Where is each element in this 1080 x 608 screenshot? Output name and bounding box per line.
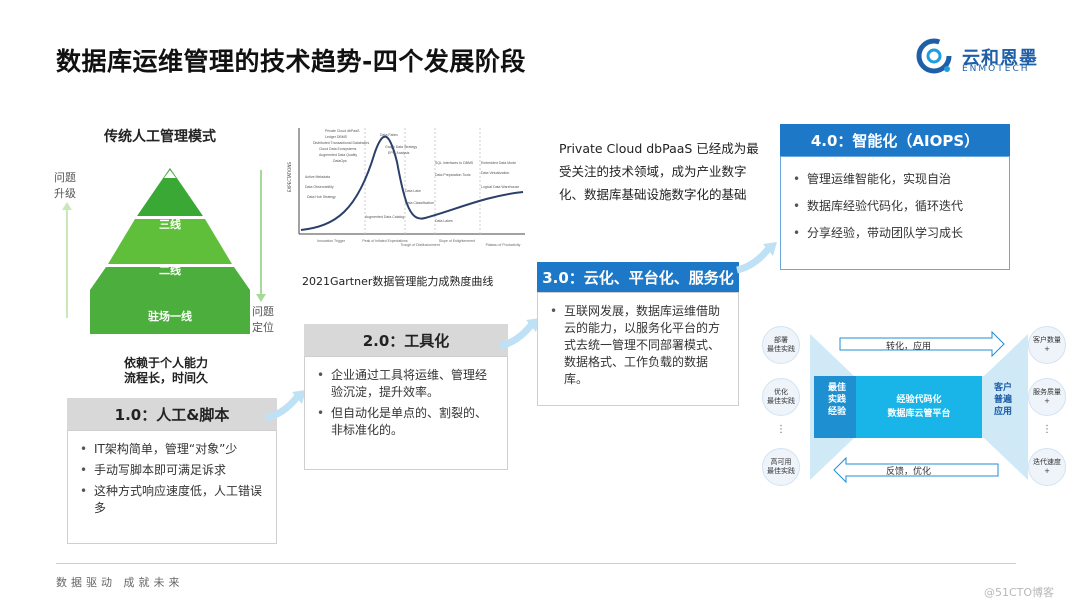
logo-text: 云和恩墨	[962, 48, 1038, 69]
top-arrow-label: 转化，应用	[886, 342, 932, 352]
svg-text:Data Lakes: Data Lakes	[435, 219, 453, 223]
issue-escalate-label: 问题 升级	[54, 171, 76, 200]
gartner-hype-cycle-chart: Private Cloud dbPaaS Ledger DBMS Distrib…	[285, 122, 535, 250]
page-title: 数据库运维管理的技术趋势-四个发展阶段	[56, 47, 526, 76]
experience-platform-diagram	[810, 330, 1028, 484]
left-block-label: 最佳 实践 经验	[827, 383, 846, 417]
svg-text:Data Classification: Data Classification	[405, 201, 434, 205]
service-quality: 服务质量 +	[1028, 378, 1066, 416]
gartner-phase: Innovation Trigger	[317, 239, 346, 243]
svg-text:Data Lake: Data Lake	[405, 189, 421, 193]
footer-divider	[56, 563, 1016, 564]
footer-slogan: 数据驱动 成就未来	[56, 576, 184, 589]
pyramid-title: 传统人工管理模式	[104, 129, 216, 145]
more-dots-icon: ⋮	[776, 424, 786, 435]
tier-label-3: 三线	[159, 218, 181, 231]
svg-text:Private Cloud dbPaaS: Private Cloud dbPaaS	[325, 129, 360, 133]
svg-text:Ledger DBMS: Ledger DBMS	[325, 135, 348, 139]
stage2-bullet: 但自动化是单点的、割裂的、非标准化的。	[317, 405, 495, 439]
svg-text:DataOps: DataOps	[333, 159, 347, 163]
gartner-caption: 2021Gartner数据管理能力成熟度曲线	[302, 275, 494, 288]
best-practice-deploy: 部署 最佳实践	[762, 326, 800, 364]
stage1-bullet: IT架构简单，管理“对象”少	[80, 441, 264, 458]
stage4-body: 管理运维智能化，实现自治 数据库经验代码化，循环迭代 分享经验，带动团队学习成长	[780, 156, 1010, 270]
bottom-arrow-label: 反馈，优化	[886, 467, 932, 477]
svg-text:Data Fabric: Data Fabric	[380, 133, 398, 137]
stage3-body: 互联网发展，数据库运维借助云的能力，以服务化平台的方式去统一管理不同部署模式、数…	[537, 292, 739, 406]
customer-count: 客户数量 +	[1028, 326, 1066, 364]
gartner-y-axis: EXPECTATIONS	[287, 162, 292, 192]
pyramid-caption: 依赖于个人能力 流程长，时间久	[124, 356, 209, 385]
tier-label-1: 驻场一线	[148, 310, 192, 323]
svg-text:Data Observability: Data Observability	[305, 185, 334, 189]
enmotech-logo-icon	[916, 38, 952, 74]
stage4-header: 4.0：智能化（AIOPS）	[780, 124, 1010, 156]
svg-text:Distributed Transactional Data: Distributed Transactional Databases	[313, 141, 369, 145]
svg-text:Graph Data Strategy: Graph Data Strategy	[385, 145, 417, 149]
stage3-bullet: 互联网发展，数据库运维借助云的能力，以服务化平台的方式去统一管理不同部署模式、数…	[550, 303, 726, 388]
svg-text:EPM Analysis: EPM Analysis	[388, 151, 410, 155]
best-practice-ha: 高可用 最佳实践	[762, 448, 800, 486]
stage1-bullet: 手动写脚本即可满足诉求	[80, 462, 264, 479]
progress-arrow-icon	[265, 390, 306, 422]
logo-subtitle: ENMOTECH	[962, 64, 1030, 74]
best-practice-optimize: 优化 最佳实践	[762, 378, 800, 416]
stage1-header: 1.0：人工&脚本	[67, 398, 277, 430]
stage4-bullet: 分享经验，带动团队学习成长	[793, 225, 997, 242]
stage4-bullet: 管理运维智能化，实现自治	[793, 171, 997, 188]
arrow-up-icon	[62, 202, 72, 318]
stage2-header: 2.0：工具化	[304, 324, 508, 356]
issue-locate-label: 问题 定位	[252, 305, 274, 334]
gartner-phase: Plateau of Productivity	[486, 243, 521, 247]
center-label-2: 数据库云管平台	[887, 409, 951, 419]
progress-arrow-icon	[499, 318, 540, 350]
more-dots-icon: ⋮	[1042, 424, 1052, 435]
svg-text:Augmented Data Quality: Augmented Data Quality	[319, 153, 357, 157]
watermark: @51CTO博客	[984, 586, 1055, 599]
private-cloud-text: Private Cloud dbPaaS 已经成为最受关注的技术领域，成为产业数…	[559, 141, 759, 202]
gartner-phase: Trough of Disillusionment	[400, 243, 439, 247]
svg-text:Data Preparation Tools: Data Preparation Tools	[435, 173, 471, 177]
svg-text:SQL Interfaces to DBMS: SQL Interfaces to DBMS	[435, 161, 474, 165]
svg-text:Data Virtualization: Data Virtualization	[481, 171, 509, 175]
svg-text:Active Metadata: Active Metadata	[305, 175, 330, 179]
stage1-bullet: 这种方式响应速度低，人工错误多	[80, 483, 264, 517]
stage2-bullet: 企业通过工具将运维、管理经验沉淀，提升效率。	[317, 367, 495, 401]
svg-text:Logical Data Warehouse: Logical Data Warehouse	[481, 185, 519, 189]
tier-label-2: 二线	[159, 264, 181, 277]
stage3-header: 3.0：云化、平台化、服务化	[537, 262, 739, 292]
iteration-speed: 迭代速度 +	[1028, 448, 1066, 486]
stage4-bullet: 数据库经验代码化，循环迭代	[793, 198, 997, 215]
gartner-phase: Slope of Enlightenment	[439, 239, 475, 243]
stage2-body: 企业通过工具将运维、管理经验沉淀，提升效率。 但自动化是单点的、割裂的、非标准化…	[304, 356, 508, 470]
center-label-1: 经验代码化	[896, 395, 942, 405]
stage1-body: IT架构简单，管理“对象”少 手动写脚本即可满足诉求 这种方式响应速度低，人工错…	[67, 430, 277, 544]
arrow-down-icon	[256, 170, 266, 302]
progress-arrow-icon	[736, 242, 777, 274]
svg-text:Data Hub Strategy: Data Hub Strategy	[307, 195, 336, 199]
svg-text:Augmented Data Catalog: Augmented Data Catalog	[365, 215, 404, 219]
svg-text:Cloud Data Ecosystems: Cloud Data Ecosystems	[319, 147, 357, 151]
gartner-phase: Peak of Inflated Expectations	[362, 239, 408, 243]
svg-text:Embedded Data Mode: Embedded Data Mode	[481, 161, 516, 165]
pyramid-shape	[90, 168, 250, 338]
right-block-label: 客户 普遍 应用	[993, 383, 1012, 417]
